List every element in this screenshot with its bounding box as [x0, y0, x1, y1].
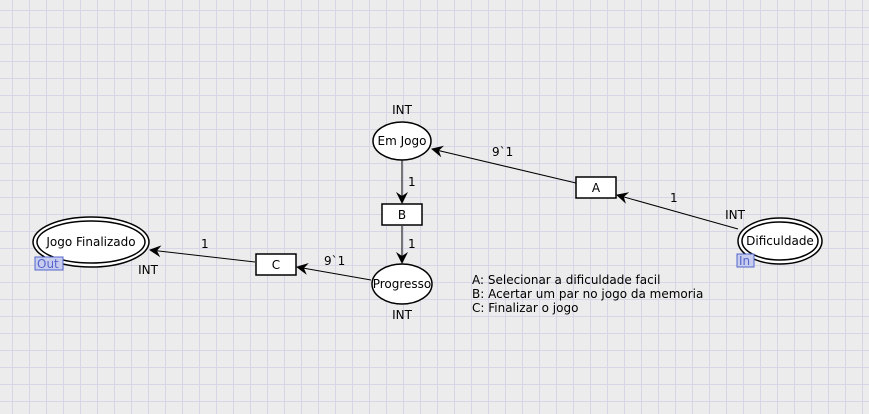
place-dificuldade-name: Dificuldade [746, 234, 814, 248]
port-out-label: Out [37, 257, 59, 271]
place-em-jogo-name: Em Jogo [378, 134, 427, 148]
transition-a-name: A [592, 181, 601, 195]
arc-dificuldade-to-a[interactable] [616, 192, 739, 230]
legend-line-a: A: Selecionar a dificuldade facil [472, 273, 660, 287]
port-out-tag: Out [34, 256, 64, 271]
transition-a[interactable]: A [575, 176, 617, 199]
arc-label-dificuldade-to-a: 1 [670, 191, 678, 205]
port-in-label: In [739, 254, 750, 268]
place-dificuldade[interactable]: Dificuldade [737, 217, 823, 265]
transition-b-name: B [398, 208, 406, 222]
legend-line-c: C: Finalizar o jogo [472, 301, 578, 315]
arc-progresso-to-c[interactable] [296, 262, 372, 281]
arcs [149, 145, 739, 281]
transition-c[interactable]: C [255, 253, 297, 276]
arc-label-c-to-jogo-finalizado: 1 [201, 237, 209, 251]
transition-b[interactable]: B [381, 203, 423, 226]
place-em-jogo-type: INT [392, 103, 413, 117]
place-jogo-finalizado-name: Jogo Finalizado [45, 235, 135, 249]
place-em-jogo[interactable]: Em Jogo [372, 121, 432, 161]
place-progresso-type: INT [392, 308, 413, 322]
arc-label-a-to-em-jogo: 9`1 [492, 145, 513, 159]
place-jogo-finalizado-type: INT [138, 263, 159, 277]
place-jogo-finalizado[interactable]: Jogo Finalizado [32, 216, 150, 268]
arc-label-progresso-to-c: 9`1 [324, 254, 345, 268]
arc-inscriptions: 1 9`1 1 1 9`1 1 [201, 145, 678, 268]
arc-label-b-to-progresso: 1 [408, 237, 416, 251]
port-in-tag: In [736, 253, 755, 268]
transition-c-name: C [272, 258, 280, 272]
place-dificuldade-type: INT [725, 208, 746, 222]
arc-label-em-jogo-to-b: 1 [408, 175, 416, 189]
place-progresso[interactable]: Progresso [371, 263, 433, 305]
legend-note: A: Selecionar a dificuldade facil B: Ace… [472, 273, 703, 315]
place-progresso-name: Progresso [373, 277, 432, 291]
arc-a-to-em-jogo[interactable] [431, 145, 577, 184]
legend-line-b: B: Acertar um par no jogo da memoria [472, 287, 703, 301]
arc-c-to-jogo-finalizado[interactable] [149, 245, 256, 263]
